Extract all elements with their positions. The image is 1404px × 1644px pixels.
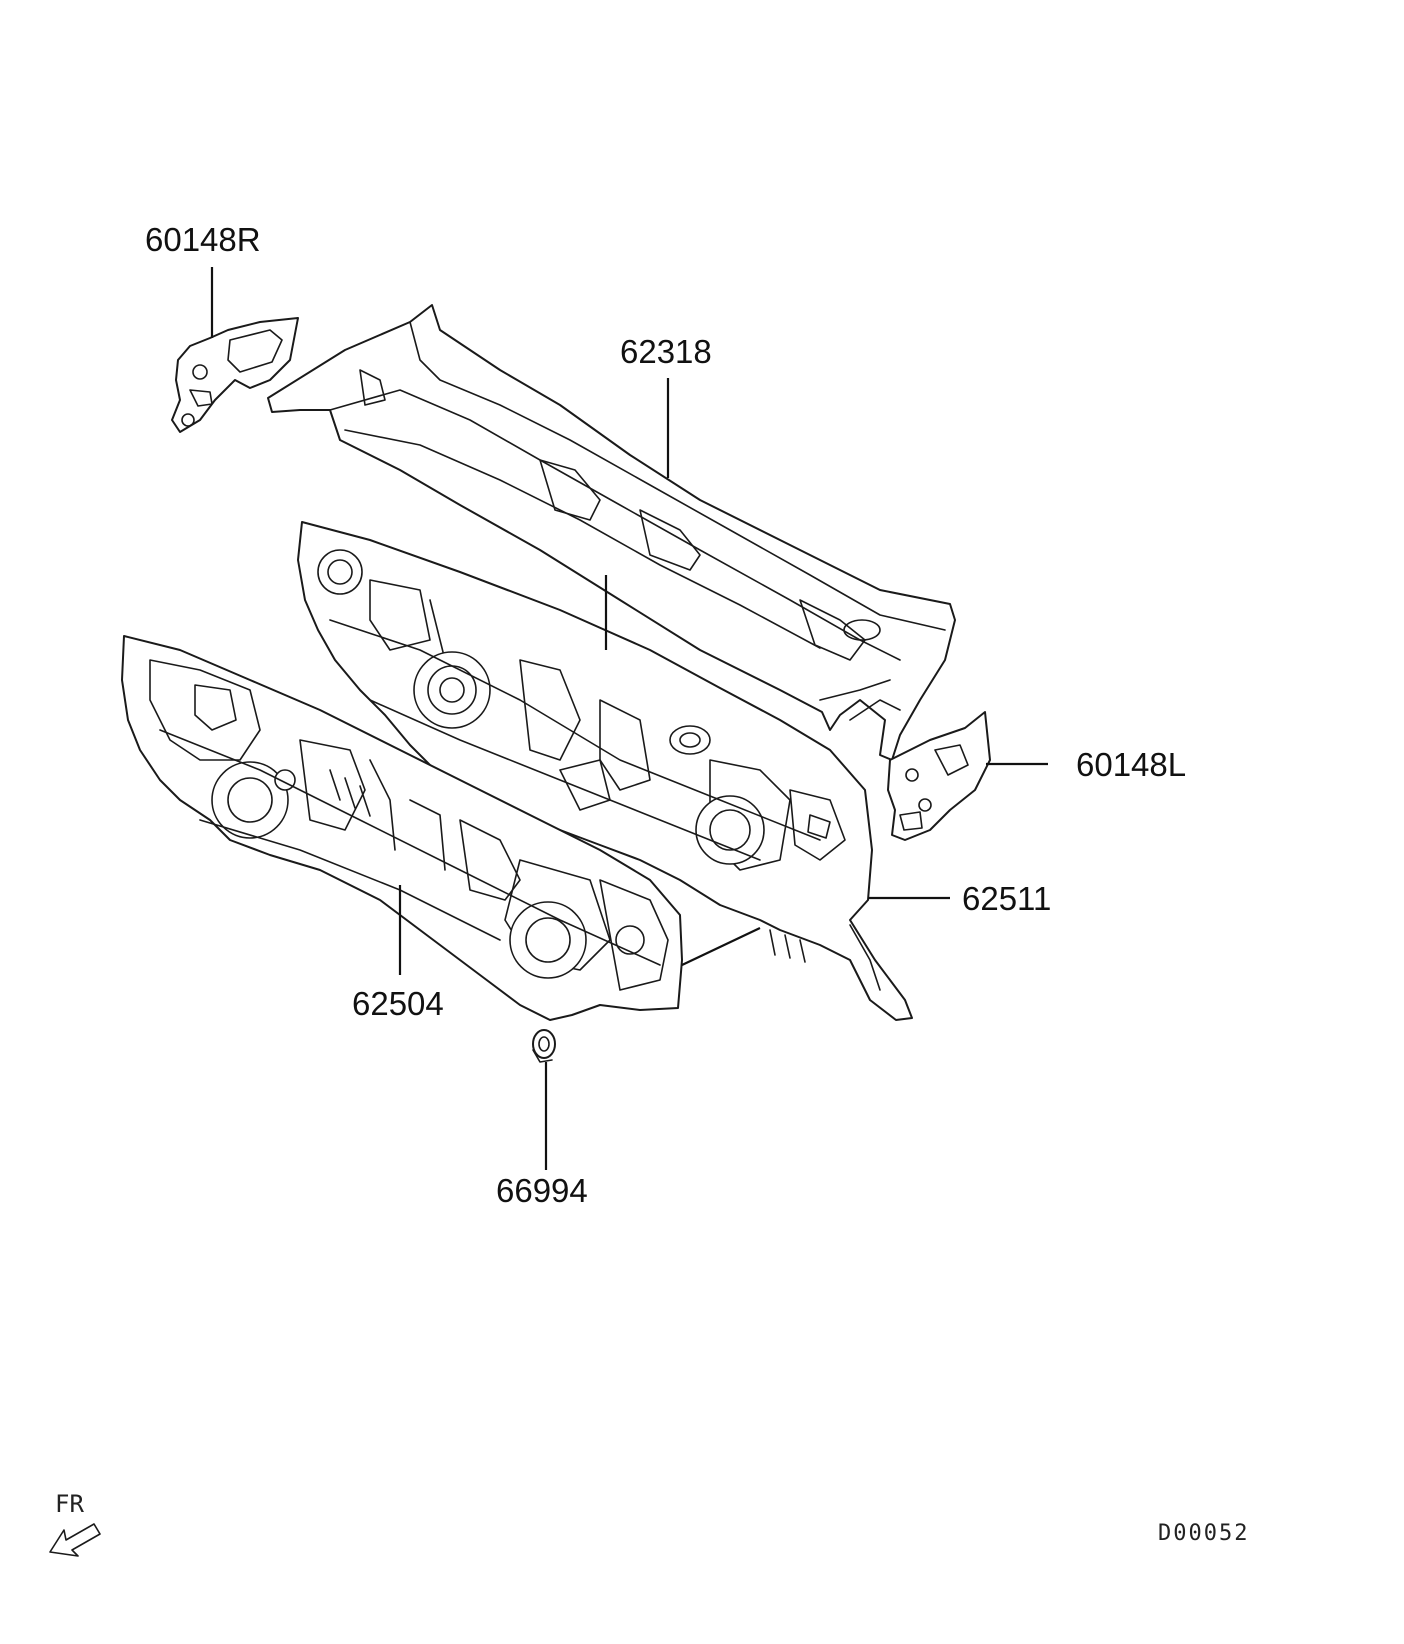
part-60148L-bracket: [887, 711, 991, 841]
callout-66994: 66994: [496, 1172, 588, 1209]
part-62504-dash-insulator: [121, 635, 683, 1021]
callout-62318: 62318: [620, 333, 712, 370]
part-62511-dash-panel: [297, 521, 913, 1021]
callout-60148R: 60148R: [145, 221, 261, 258]
front-arrow-icon: [49, 1523, 101, 1557]
part-66994-clip: [532, 1029, 556, 1063]
drawing-code: D00052: [1158, 1521, 1249, 1546]
callout-62511: 62511: [962, 880, 1051, 917]
callout-62504: 62504: [352, 985, 444, 1022]
callout-60148L: 60148L: [1076, 746, 1186, 783]
front-direction-indicator: FR: [49, 1490, 101, 1557]
leader-62511-b: [681, 927, 761, 966]
leader-lines: [210, 267, 1048, 1170]
part-62318-cowl-top-panel: [267, 304, 956, 761]
part-60148R-bracket: [171, 317, 299, 433]
fr-label: FR: [55, 1490, 84, 1518]
